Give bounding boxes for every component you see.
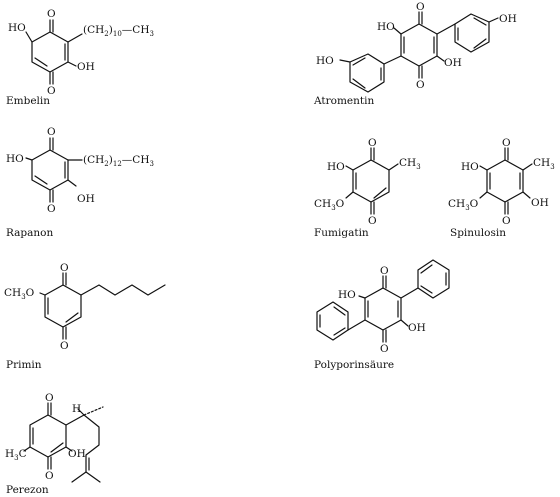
atromentin-label: Atromentin	[313, 95, 374, 107]
primin-o-top: O	[60, 262, 69, 274]
spinulosin-structure: O O HO OH CH3O CH3 Spinulosin	[448, 137, 555, 239]
spinulosin-oh: OH	[531, 197, 549, 209]
polyporinsaure-structure: O O HO OH Polyporinsäure	[314, 259, 450, 371]
perezon-methyl: H3C	[5, 448, 27, 462]
perezon-h: H	[72, 403, 81, 415]
atromentin-ho-phenyl: HO	[316, 55, 334, 67]
perezon-label: Perezon	[6, 484, 49, 496]
rapanon-chain: (CH2)12—CH3	[83, 154, 154, 168]
polyporinsaure-label: Polyporinsäure	[314, 359, 394, 371]
perezon-oh: OH	[68, 448, 86, 460]
polyporinsaure-o-top: O	[380, 265, 389, 277]
fumigatin-methyl: CH3	[399, 157, 421, 171]
perezon-structure: O O H OH H3C Perezon	[5, 392, 104, 496]
atromentin-oh-ring: OH	[444, 57, 462, 69]
rapanon-structure: O O HO OH (CH2)12—CH3 Rapanon	[6, 126, 154, 239]
polyporinsaure-o-bottom: O	[380, 343, 389, 355]
embelin-chain: (CH2)10—CH3	[83, 24, 154, 38]
polyporinsaure-ho: HO	[338, 289, 356, 301]
perezon-o-bottom: O	[45, 470, 54, 482]
primin-methoxy: CH3O	[4, 287, 35, 301]
rapanon-o-bottom: O	[47, 203, 56, 215]
embelin-label: Embelin	[6, 95, 50, 107]
atromentin-o-bottom: O	[416, 79, 425, 91]
atromentin-ho-ring: HO	[377, 21, 395, 33]
rapanon-ho: HO	[6, 153, 24, 165]
atromentin-o-top: O	[416, 1, 425, 13]
fumigatin-methoxy: CH3O	[314, 198, 345, 212]
spinulosin-methoxy: CH3O	[448, 198, 479, 212]
embelin-ho: HO	[8, 22, 26, 34]
spinulosin-label: Spinulosin	[450, 227, 506, 239]
perezon-o-top: O	[45, 392, 54, 404]
fumigatin-label: Fumigatin	[314, 227, 369, 239]
rapanon-label: Rapanon	[6, 227, 53, 239]
fumigatin-structure: O O HO CH3O CH3 Fumigatin	[314, 137, 421, 239]
embelin-structure: O O HO OH (CH2)10—CH3 Embelin	[6, 8, 154, 107]
primin-o-bottom: O	[60, 340, 69, 352]
primin-structure: O O CH3O Primin	[4, 262, 166, 371]
fumigatin-ho: HO	[327, 161, 345, 173]
primin-label: Primin	[6, 359, 42, 371]
spinulosin-o-bottom: O	[502, 215, 511, 227]
atromentin-structure: O O HO OH HO OH Atromentin	[313, 1, 517, 107]
embelin-o-top: O	[47, 8, 56, 20]
spinulosin-ho: HO	[461, 161, 479, 173]
spinulosin-o-top: O	[502, 137, 511, 149]
fumigatin-o-top: O	[368, 137, 377, 149]
embelin-o-bottom: O	[47, 85, 56, 97]
rapanon-oh: OH	[77, 193, 95, 205]
rapanon-o-top: O	[47, 126, 56, 138]
fumigatin-o-bottom: O	[368, 215, 377, 227]
embelin-oh: OH	[77, 61, 95, 73]
atromentin-oh-phenyl: OH	[499, 13, 517, 25]
polyporinsaure-oh: OH	[408, 322, 426, 334]
spinulosin-methyl: CH3	[533, 157, 555, 171]
